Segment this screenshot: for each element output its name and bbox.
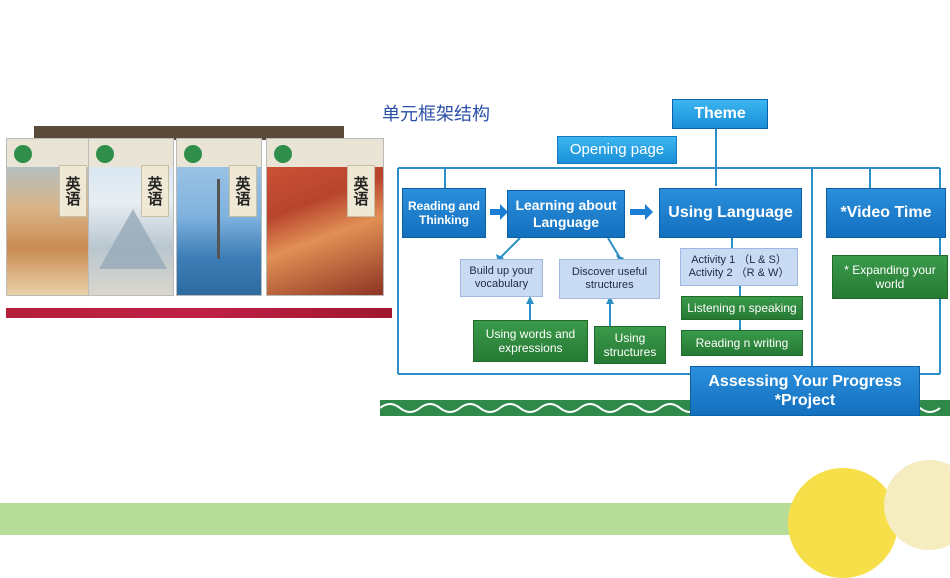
- cover-title: 英语: [229, 165, 257, 217]
- using-structures-box: Using structures: [594, 326, 666, 364]
- learning-about-language-box: Learning about Language: [507, 190, 625, 238]
- opening-page-box: Opening page: [557, 136, 677, 164]
- reading-thinking-box: Reading and Thinking: [402, 188, 486, 238]
- discover-structures-box: Discover useful structures: [559, 259, 660, 299]
- cover-title: 英语: [59, 165, 87, 217]
- theme-box: Theme: [672, 99, 768, 129]
- build-vocabulary-box: Build up your vocabulary: [460, 259, 543, 297]
- diagram-heading: 单元框架结构: [382, 104, 490, 125]
- textbook-cover-2: 英语: [88, 138, 174, 296]
- project-label: *Project: [774, 392, 836, 409]
- expanding-world-box: * Expanding your world: [832, 255, 948, 299]
- publisher-logo-icon: [94, 143, 116, 165]
- textbook-cover-4: 英语: [266, 138, 384, 296]
- cover-title: 英语: [347, 165, 375, 217]
- listening-speaking-box: Listening n speaking: [681, 296, 803, 320]
- cover-backdrop: [34, 126, 344, 140]
- activity-1-label: Activity 1 （L & S）: [691, 253, 787, 266]
- reading-writing-box: Reading n writing: [681, 330, 803, 356]
- tower-shape: [217, 179, 220, 259]
- publisher-logo-icon: [182, 143, 204, 165]
- red-underline-bar: [6, 308, 392, 318]
- using-language-box: Using Language: [659, 188, 802, 238]
- video-time-box: *Video Time: [826, 188, 946, 238]
- cover-title: 英语: [141, 165, 169, 217]
- activity-2-label: Activity 2 （R & W）: [688, 267, 790, 279]
- textbook-covers: 英语 英语 英语 英语: [6, 126, 392, 318]
- textbook-cover-3: 英语: [176, 138, 262, 296]
- using-words-box: Using words and expressions: [473, 320, 588, 362]
- textbook-cover-1: 英语: [6, 138, 92, 296]
- publisher-logo-icon: [12, 143, 34, 165]
- assessing-label: Assessing Your Progress: [708, 372, 902, 390]
- publisher-logo-icon: [272, 143, 294, 165]
- activity-box: Activity 1 （L & S） Activity 2 （R & W）: [680, 248, 798, 286]
- pyramid-shape: [99, 209, 167, 269]
- assessing-progress-box: Assessing Your Progress *Project: [690, 366, 920, 416]
